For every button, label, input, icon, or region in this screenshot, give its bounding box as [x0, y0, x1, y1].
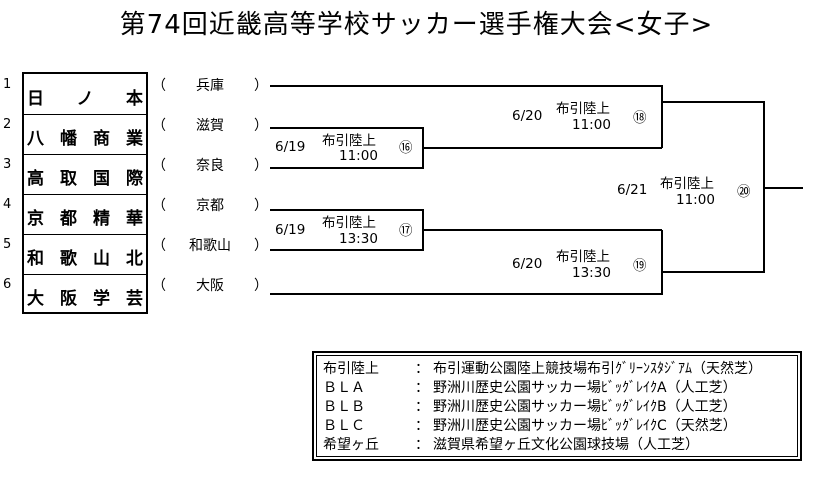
prefecture: （兵庫） — [152, 78, 268, 94]
match-time: 13:30 — [339, 231, 378, 247]
legend-abbr: 布引陸上 — [323, 361, 379, 377]
match-time: 11:00 — [676, 192, 715, 208]
match-date: 6/21 — [617, 182, 648, 198]
bracket-line — [270, 85, 663, 120]
match-date: 6/20 — [512, 256, 543, 272]
seed-number: 2 — [3, 117, 12, 132]
match-venue: 布引陸上 — [660, 176, 714, 192]
legend-venue: 野洲川歴史公園サッカー場ﾋﾞｯｸﾞﾚｲｸC（天然芝） — [433, 418, 737, 434]
legend-row: ＢＬＣ ： 野洲川歴史公園サッカー場ﾋﾞｯｸﾞﾚｲｸC（天然芝） — [323, 417, 791, 436]
seed-number: 1 — [3, 77, 12, 92]
prefecture: （京都） — [152, 198, 268, 214]
legend-venue: 野洲川歴史公園サッカー場ﾋﾞｯｸﾞﾚｲｸA（人工芝） — [433, 380, 737, 396]
team-row: 八幡商業 — [24, 114, 146, 155]
team-name: 日ノ本 — [27, 89, 143, 109]
legend-colon: ： — [415, 437, 429, 453]
legend-colon: ： — [415, 399, 429, 415]
legend-venue: 滋賀県希望ヶ丘文化公園球技場（人工芝） — [433, 437, 699, 453]
match-date: 6/19 — [275, 222, 306, 238]
legend-venue: 野洲川歴史公園サッカー場ﾋﾞｯｸﾞﾚｲｸB（人工芝） — [433, 399, 737, 415]
seed-number: 4 — [3, 197, 12, 212]
legend-abbr: ＢＬＢ — [323, 399, 365, 415]
legend-colon: ： — [415, 418, 429, 434]
match-venue: 布引陸上 — [322, 133, 376, 149]
match-venue: 布引陸上 — [556, 249, 610, 265]
bracket-line — [662, 101, 765, 188]
match-number: ⑲ — [633, 258, 647, 274]
match-number: ⑳ — [737, 184, 751, 200]
prefecture: （和歌山） — [152, 238, 268, 254]
match-number: ⑰ — [399, 223, 413, 239]
prefecture: （奈良） — [152, 158, 268, 174]
team-name: 高取国際 — [27, 169, 143, 189]
team-row: 日ノ本 — [24, 74, 146, 115]
seed-number: 6 — [3, 277, 12, 292]
seed-number: 5 — [3, 237, 12, 252]
match-time: 13:30 — [572, 265, 611, 281]
legend-row: ＢＬＡ ： 野洲川歴史公園サッカー場ﾋﾞｯｸﾞﾚｲｸA（人工芝） — [323, 379, 791, 398]
team-row: 高取国際 — [24, 154, 146, 195]
match-venue: 布引陸上 — [322, 215, 376, 231]
team-row: 和歌山北 — [24, 234, 146, 275]
venue-legend: 布引陸上 ： 布引運動公園陸上競技場布引ｸﾞﾘｰﾝｽﾀｼﾞｱﾑ（天然芝） ＢＬＡ… — [312, 351, 802, 461]
team-name: 和歌山北 — [27, 249, 143, 269]
seed-number: 3 — [3, 157, 12, 172]
legend-abbr: 希望ヶ丘 — [323, 437, 379, 453]
team-name: 京都精華 — [27, 209, 143, 229]
legend-colon: ： — [415, 361, 429, 377]
match-number: ⑯ — [399, 140, 413, 156]
legend-row: ＢＬＢ ： 野洲川歴史公園サッカー場ﾋﾞｯｸﾞﾚｲｸB（人工芝） — [323, 398, 791, 417]
match-number: ⑱ — [633, 110, 647, 126]
legend-venue: 布引運動公園陸上競技場布引ｸﾞﾘｰﾝｽﾀｼﾞｱﾑ（天然芝） — [433, 361, 762, 377]
match-date: 6/19 — [275, 139, 306, 155]
match-time: 11:00 — [572, 117, 611, 133]
legend-row: 希望ヶ丘 ： 滋賀県希望ヶ丘文化公園球技場（人工芝） — [323, 436, 791, 455]
legend-row: 布引陸上 ： 布引運動公園陸上競技場布引ｸﾞﾘｰﾝｽﾀｼﾞｱﾑ（天然芝） — [323, 360, 791, 379]
legend-abbr: ＢＬＡ — [323, 380, 365, 396]
legend-colon: ： — [415, 380, 429, 396]
prefecture: （滋賀） — [152, 118, 268, 134]
team-row: 大阪学芸 — [24, 274, 146, 314]
page-title: 第74回近畿高等学校サッカー選手権大会<女子> — [119, 10, 714, 40]
match-venue: 布引陸上 — [556, 101, 610, 117]
team-name: 大阪学芸 — [27, 289, 143, 309]
team-list: 日ノ本 八幡商業 高取国際 京都精華 和歌山北 大阪学芸 — [22, 72, 148, 314]
prefecture: （大阪） — [152, 278, 268, 294]
team-name: 八幡商業 — [27, 129, 143, 149]
bracket-line — [662, 188, 765, 273]
bracket-line — [270, 230, 663, 295]
match-date: 6/20 — [512, 108, 543, 124]
match-time: 11:00 — [339, 148, 378, 164]
team-row: 京都精華 — [24, 194, 146, 235]
legend-abbr: ＢＬＣ — [323, 418, 365, 434]
